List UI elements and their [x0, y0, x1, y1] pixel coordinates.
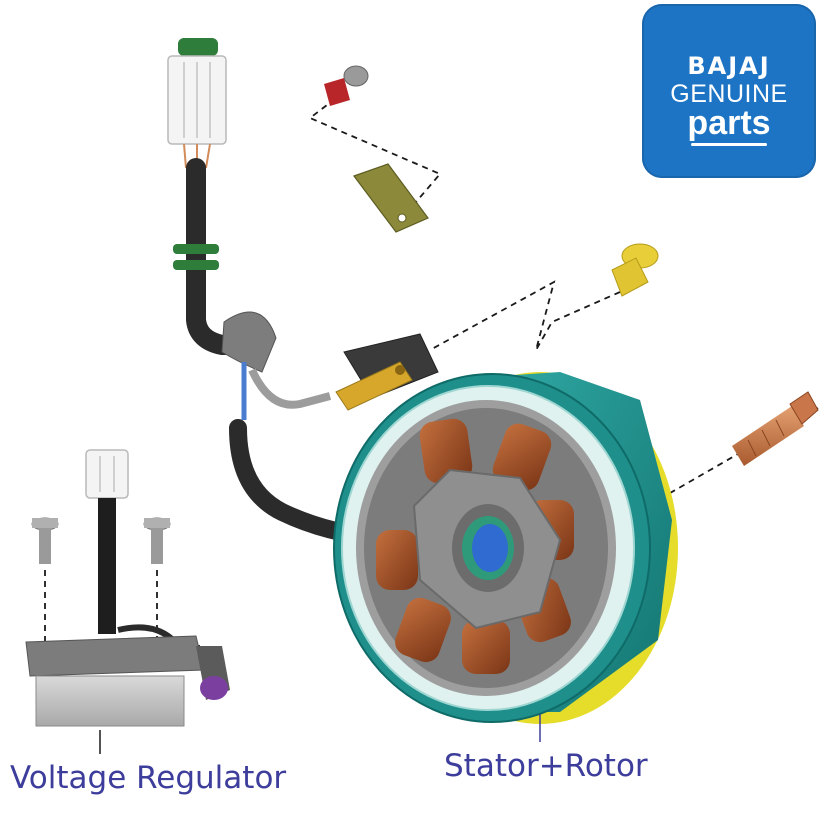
regulator-connector	[85, 449, 129, 499]
grommet-upper	[173, 244, 219, 254]
logo-brand-text: BAJAJ	[687, 52, 771, 80]
harness-connector	[167, 38, 227, 169]
rotor-hub	[472, 524, 508, 572]
reg-bolt-left	[31, 517, 59, 564]
voltage-regulator	[25, 449, 230, 727]
copper-bolt	[732, 391, 819, 466]
logo-genuine-text: GENUINE	[670, 80, 788, 108]
pickup-coil	[335, 333, 439, 411]
regulator-plug-purple	[200, 676, 228, 700]
connector-green-cap	[178, 38, 218, 56]
regulator-cable	[98, 498, 116, 634]
olive-bracket	[353, 163, 429, 233]
reg-bolt-right	[143, 517, 171, 564]
logo-parts-word: parts	[687, 104, 771, 142]
stator-rotor	[333, 372, 678, 724]
logo-parts-text: parts	[687, 104, 771, 146]
yellow-screw	[611, 243, 659, 297]
regulator-body	[35, 675, 185, 727]
label-voltage-regulator: Voltage Regulator	[10, 760, 287, 796]
regulator-flange	[25, 635, 205, 677]
leader-red-screw	[308, 91, 442, 217]
grommet-lower	[173, 260, 219, 270]
cable-elbow-boot	[221, 311, 277, 373]
red-screw	[324, 65, 369, 106]
logo-swoosh	[691, 143, 767, 146]
bajaj-genuine-parts-logo: BAJAJ GENUINE parts	[642, 4, 816, 178]
label-stator-rotor: Stator+Rotor	[444, 748, 648, 784]
leader-yellow-screw	[429, 280, 621, 351]
